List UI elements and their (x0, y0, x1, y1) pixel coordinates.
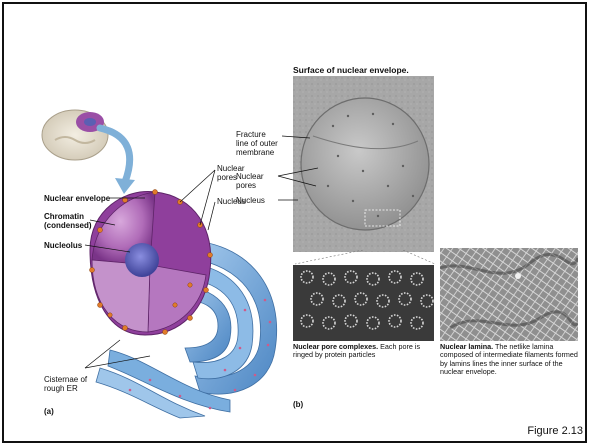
panel-b-letter: (b) (293, 400, 303, 409)
nucleolus-body (125, 243, 159, 277)
nucleus (90, 190, 213, 336)
label-nucleus-b: Nucleus (236, 196, 265, 205)
figure-number: Figure 2.13 (527, 425, 583, 437)
panel-b-leader-lines (270, 128, 330, 208)
caption-nuclear-lamina: Nuclear lamina. The netlike lamina compo… (440, 343, 578, 377)
label-chromatin: Chromatin (condensed) (44, 212, 92, 230)
panel-a-letter: (a) (44, 407, 54, 416)
caption-pore-complexes: Nuclear pore complexes. Each pore is rin… (293, 343, 433, 360)
pore-complex-micrograph (293, 265, 434, 341)
panel-b-title: Surface of nuclear envelope. (293, 66, 409, 75)
label-cisternae: Cisternae of rough ER (44, 375, 87, 393)
label-nucleolus: Nucleolus (44, 241, 82, 250)
cell-thumbnail (42, 110, 108, 160)
nuclear-lamina-micrograph (440, 248, 578, 341)
label-nuclear-pores-b: Nuclear pores (236, 172, 264, 190)
label-nuclear-envelope: Nuclear envelope (44, 194, 110, 203)
